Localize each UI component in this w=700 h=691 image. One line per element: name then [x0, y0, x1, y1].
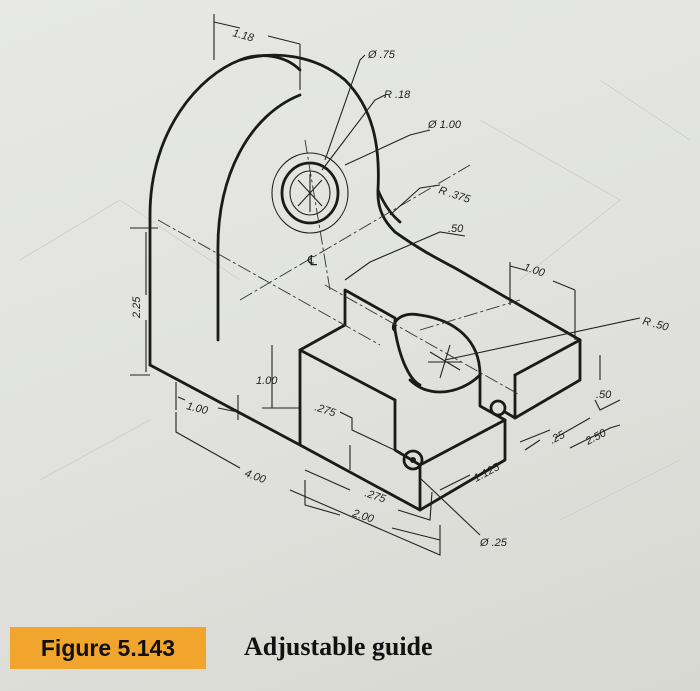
dim-slot-width: .50 [448, 223, 464, 235]
dim-height: 2.25 [131, 296, 143, 319]
dim-top-width: 1.18 [231, 27, 256, 44]
dim-inner-radius: R .18 [384, 89, 411, 101]
center-lines [157, 139, 521, 396]
dim-small-hole-diameter: Ø .25 [479, 537, 508, 549]
dim-tab-height: .50 [596, 389, 612, 401]
dim-base-depth: 1.00 [185, 400, 210, 417]
dim-total-length: 4.00 [243, 468, 268, 487]
part-outline [148, 53, 582, 512]
dim-fillet-radius: R .375 [437, 184, 472, 206]
dim-step-height: 1.00 [256, 375, 278, 387]
dim-hole-offset-upper: .275 [313, 401, 338, 419]
figure-title: Adjustable guide [244, 632, 433, 661]
upper-bore [271, 152, 349, 234]
dim-right-length: 1.00 [522, 261, 547, 279]
dim-tab-thickness: .25 [548, 428, 568, 446]
dimension-lines [130, 14, 641, 556]
slot-hole [428, 344, 462, 379]
bore-hole-outer [280, 161, 340, 225]
small-holes [402, 399, 507, 471]
small-hole-right [489, 399, 507, 417]
dim-right-radius: R .50 [641, 315, 670, 334]
small-hole-lower [402, 449, 424, 471]
dim-hole-diameter: Ø .75 [367, 49, 396, 61]
dim-base-width: 2.00 [350, 507, 376, 526]
centerline-symbol: ℄ [307, 252, 317, 268]
figure-label: Figure 5.143 [40, 634, 176, 661]
background-ghost-lines [19, 79, 691, 521]
dim-boss-diameter: Ø 1.00 [427, 119, 462, 131]
figure-label-badge: Figure 5.143 [10, 627, 206, 669]
dimension-labels: 1.18 Ø .75 R .18 Ø 1.00 R .375 .50 1.00 … [131, 27, 671, 549]
